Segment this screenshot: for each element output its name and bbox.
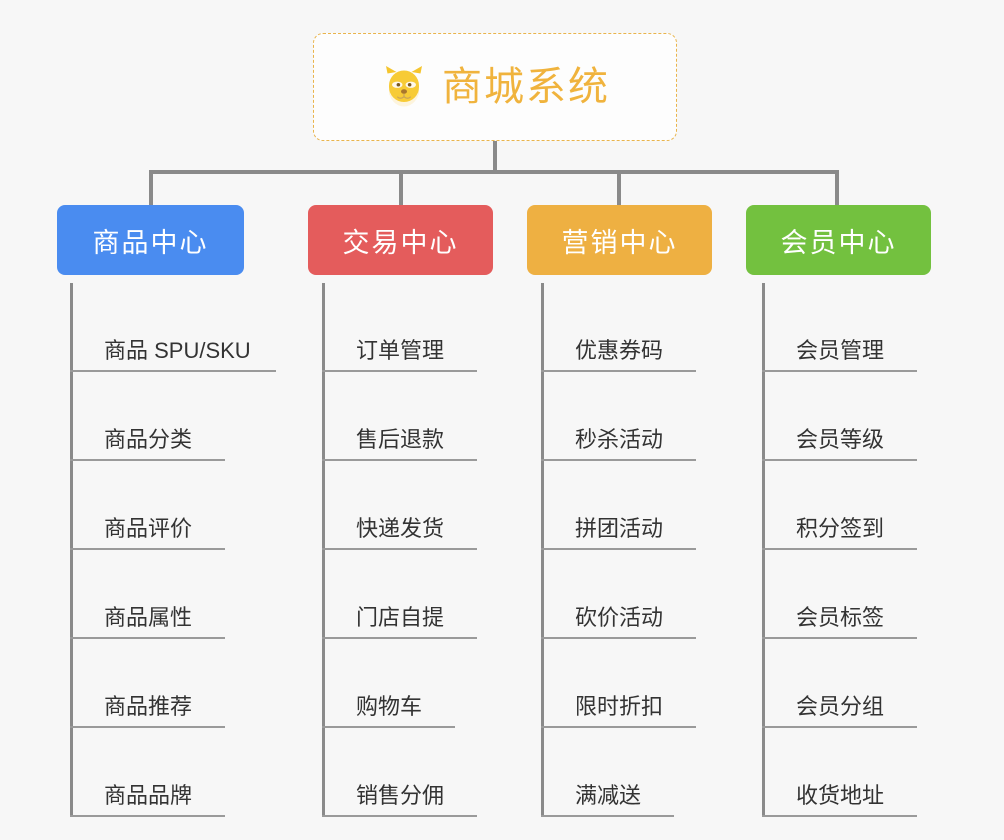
category-box-0[interactable]: 商品中心 [57,205,244,275]
leaf-underline [762,815,917,817]
leaf-underline [322,459,477,461]
leaf-item[interactable]: 购物车 [322,639,455,728]
column-spine-1 [322,283,325,817]
leaf-label: 商品评价 [104,516,193,541]
category-box-1[interactable]: 交易中心 [308,205,493,275]
leaf-item[interactable]: 满减送 [541,728,674,817]
leaf-item[interactable]: 售后退款 [322,372,477,461]
leaf-item[interactable]: 会员分组 [762,639,917,728]
leaf-label: 砍价活动 [575,605,664,630]
leaf-label: 限时折扣 [575,694,664,719]
connector-stem-col-0 [149,170,153,205]
leaf-label: 售后退款 [356,427,445,452]
leaf-label: 收货地址 [796,783,885,808]
leaf-item[interactable]: 拼团活动 [541,461,696,550]
leaf-label: 会员标签 [796,605,885,630]
connector-stem-col-3 [835,170,839,205]
leaf-label: 门店自提 [356,605,445,630]
connector-root-stem [493,141,497,174]
leaf-underline [541,815,674,817]
connector-stem-col-2 [617,170,621,205]
leaf-label: 商品推荐 [104,694,193,719]
leaf-item[interactable]: 砍价活动 [541,550,696,639]
leaf-underline [70,548,225,550]
leaf-underline [70,726,225,728]
leaf-underline [541,548,696,550]
column-spine-2 [541,283,544,817]
leaf-label: 销售分佣 [356,783,445,808]
root-node[interactable]: 商城系统 [313,33,677,141]
category-label-2: 营销中心 [561,227,678,258]
leaf-column-1: 订单管理 售后退款 快递发货 门店自提 购物车 销售分佣 [322,283,477,817]
leaf-underline [322,815,477,817]
leaf-column-2: 优惠券码 秒杀活动 拼团活动 砍价活动 限时折扣 满减送 [541,283,696,817]
leaf-column-0: 商品 SPU/SKU 商品分类 商品评价 商品属性 商品推荐 商品品牌 [70,283,276,817]
leaf-label: 拼团活动 [575,516,664,541]
leaf-column-3: 会员管理 会员等级 积分签到 会员标签 会员分组 收货地址 [762,283,917,817]
leaf-label: 快递发货 [356,516,445,541]
root-title: 商城系统 [442,65,610,109]
leaf-underline [70,459,225,461]
leaf-label: 积分签到 [796,516,885,541]
category-box-2[interactable]: 营销中心 [527,205,712,275]
leaf-underline [762,370,917,372]
category-label-0: 商品中心 [92,227,209,258]
leaf-label: 会员等级 [796,427,885,452]
leaf-underline [762,726,917,728]
leaf-label: 优惠券码 [575,338,664,363]
leaf-item[interactable]: 销售分佣 [322,728,477,817]
leaf-item[interactable]: 商品品牌 [70,728,251,817]
leaf-item[interactable]: 商品分类 [70,372,251,461]
leaf-item[interactable]: 秒杀活动 [541,372,696,461]
leaf-item[interactable]: 商品属性 [70,550,251,639]
leaf-item[interactable]: 商品 SPU/SKU [70,283,276,372]
leaf-label: 商品品牌 [104,783,193,808]
category-label-1: 交易中心 [342,227,459,258]
leaf-underline [762,459,917,461]
leaf-item[interactable]: 优惠券码 [541,283,696,372]
leaf-underline [541,637,696,639]
leaf-item[interactable]: 会员标签 [762,550,917,639]
leaf-label: 商品分类 [104,427,193,452]
leaf-underline [541,370,696,372]
leaf-item[interactable]: 会员管理 [762,283,917,372]
leaf-underline [541,726,696,728]
leaf-underline [322,637,477,639]
column-spine-0 [70,283,73,817]
leaf-item[interactable]: 限时折扣 [541,639,696,728]
connector-horizontal-bus [149,170,839,174]
leaf-underline [70,370,276,372]
leaf-item[interactable]: 快递发货 [322,461,477,550]
connector-stem-col-1 [399,170,403,205]
leaf-underline [70,815,225,817]
leaf-label: 商品属性 [104,605,193,630]
leaf-item[interactable]: 会员等级 [762,372,917,461]
leaf-item[interactable]: 商品推荐 [70,639,251,728]
leaf-label: 会员分组 [796,694,885,719]
leaf-item[interactable]: 收货地址 [762,728,917,817]
leaf-item[interactable]: 门店自提 [322,550,477,639]
leaf-label: 满减送 [575,783,642,808]
leaf-label: 秒杀活动 [575,427,664,452]
leaf-label: 购物车 [356,694,423,719]
leaf-underline [762,548,917,550]
leaf-underline [762,637,917,639]
leaf-label: 订单管理 [356,338,445,363]
leaf-underline [322,726,455,728]
leaf-item[interactable]: 商品评价 [70,461,251,550]
leaf-item[interactable]: 积分签到 [762,461,917,550]
leaf-label: 商品 SPU/SKU [104,338,251,363]
shiba-inu-icon [380,63,428,111]
column-spine-3 [762,283,765,817]
leaf-label: 会员管理 [796,338,885,363]
leaf-underline [541,459,696,461]
leaf-underline [322,370,477,372]
category-label-3: 会员中心 [780,227,897,258]
leaf-underline [70,637,225,639]
leaf-item[interactable]: 订单管理 [322,283,477,372]
leaf-underline [322,548,477,550]
category-box-3[interactable]: 会员中心 [746,205,931,275]
